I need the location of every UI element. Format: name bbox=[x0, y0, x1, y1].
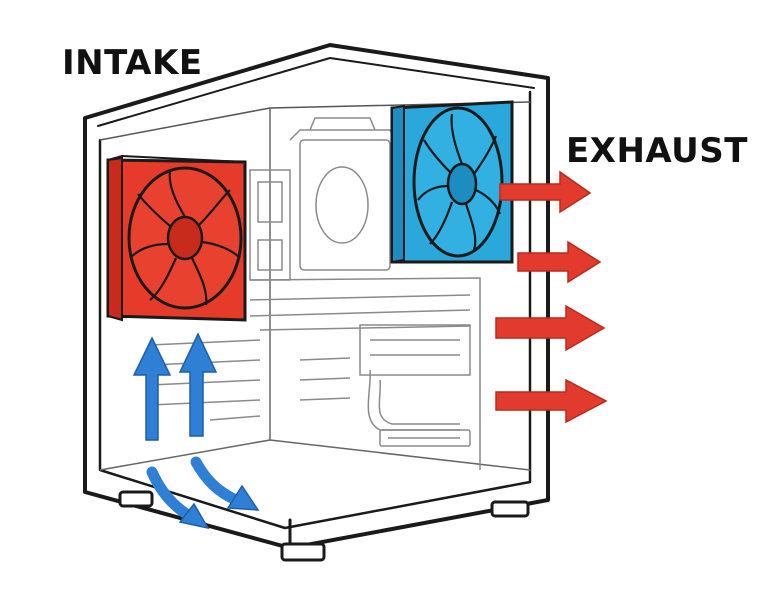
arrow-up-icon bbox=[132, 336, 172, 441]
pc-case bbox=[83, 43, 550, 550]
gpu-sketch bbox=[359, 324, 471, 376]
cooler-fan-sketch bbox=[315, 166, 369, 244]
arrow-right-icon bbox=[495, 304, 606, 352]
bottom-inflow-arrows bbox=[146, 456, 242, 521]
curved-arrow-icon bbox=[146, 466, 194, 521]
foot-back-right bbox=[490, 500, 530, 518]
arrow-right-icon bbox=[495, 378, 608, 424]
intake-arrows bbox=[132, 332, 218, 441]
intake-label: INTAKE bbox=[62, 43, 203, 83]
arrow-right-icon bbox=[499, 170, 592, 214]
bottom-inflow-arrowheads bbox=[178, 484, 260, 530]
internal-components bbox=[149, 117, 481, 470]
drive-bay bbox=[379, 429, 471, 447]
exhaust-fan-icon bbox=[390, 100, 514, 264]
curved-arrow-icon bbox=[190, 456, 242, 506]
foot-front-right bbox=[280, 542, 326, 562]
cpu-cooler bbox=[299, 139, 391, 271]
foot-front-left bbox=[118, 490, 154, 508]
exhaust-label: EXHAUST bbox=[566, 131, 748, 171]
exhaust-arrows bbox=[495, 170, 608, 424]
case-feet bbox=[118, 490, 530, 562]
intake-fan-icon bbox=[106, 154, 247, 322]
arrow-right-icon bbox=[517, 240, 602, 284]
arrow-up-icon bbox=[178, 332, 218, 437]
